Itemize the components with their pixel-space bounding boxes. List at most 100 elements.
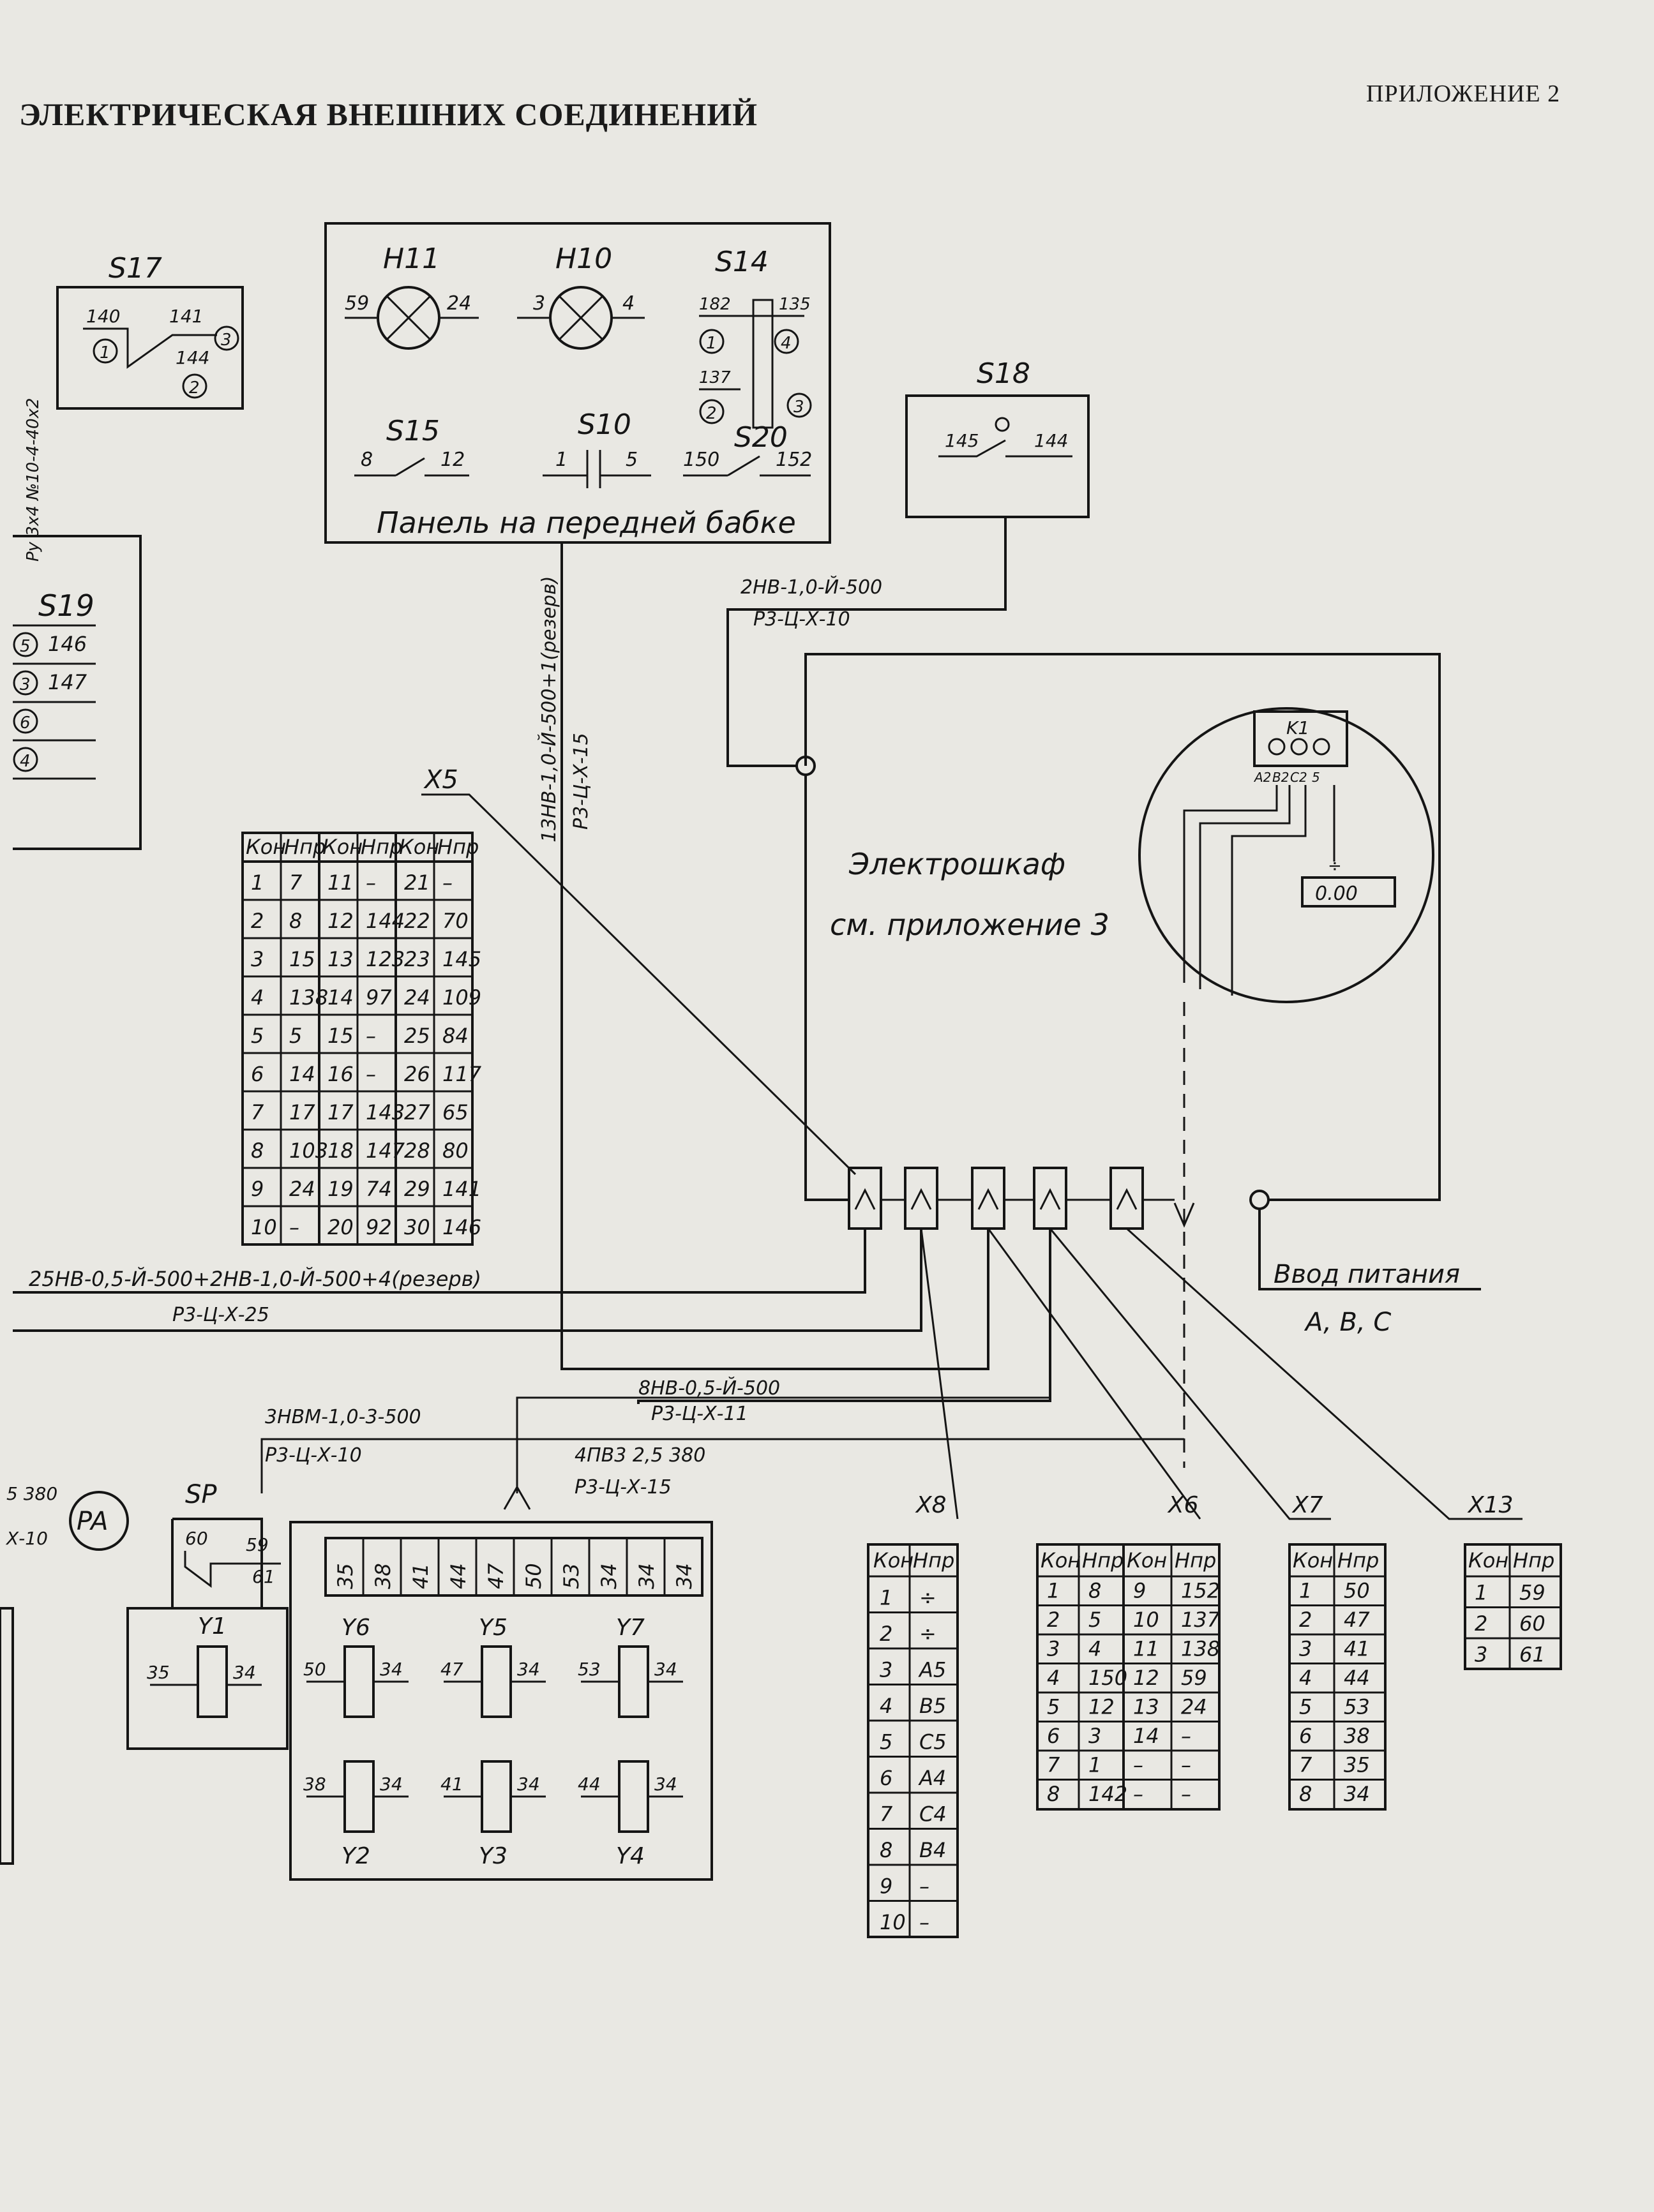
s14-c3: 3 bbox=[793, 398, 804, 417]
s19-switch: S19 5 146 3 147 6 4 bbox=[13, 535, 142, 850]
x5-table-cell: 28 bbox=[404, 1139, 430, 1163]
x5-table-cell: 12 bbox=[327, 909, 354, 933]
x5-table-cell: 25 bbox=[404, 1024, 430, 1048]
y4-left: 44 bbox=[578, 1774, 601, 1795]
s20-left: 150 bbox=[683, 449, 719, 471]
s17-switch: S17 140 141 144 1 2 3 bbox=[56, 252, 244, 410]
x5-table-cell: 23 bbox=[404, 947, 430, 971]
x5-table-cell: – bbox=[366, 1024, 376, 1048]
x6_table-cell: 3 bbox=[1088, 1724, 1101, 1748]
y5-left: 47 bbox=[440, 1659, 463, 1680]
x5-table-cell: 14 bbox=[327, 985, 354, 1010]
connector-x13-plug bbox=[1109, 1167, 1144, 1230]
terminal-label: 53 bbox=[559, 1563, 583, 1589]
x5-table-cell: 14 bbox=[289, 1062, 315, 1086]
terminal-label: 44 bbox=[446, 1563, 470, 1589]
x13_table-cell: 2 bbox=[1475, 1611, 1487, 1636]
s15-label: S15 bbox=[386, 415, 440, 447]
k1-pin-5: 5 bbox=[1312, 770, 1320, 785]
s18-label: S18 bbox=[977, 357, 1030, 390]
x5-table-cell: 65 bbox=[442, 1100, 469, 1125]
cable6-type: 4ПВ3 2,5 380 bbox=[575, 1444, 705, 1467]
x5-table-cell: – bbox=[442, 871, 453, 895]
s10-right: 5 bbox=[626, 449, 638, 471]
cable5-type: 3НВМ-1,0-3-500 bbox=[265, 1406, 421, 1428]
cable3-conduit: Р3-Ц-Х-25 bbox=[172, 1304, 269, 1326]
y5-right: 34 bbox=[517, 1659, 540, 1680]
s18-left: 145 bbox=[945, 430, 979, 451]
x6_table-header: Кон bbox=[1041, 1548, 1081, 1573]
y5-label: Y5 bbox=[479, 1615, 507, 1641]
y3-right: 34 bbox=[517, 1774, 540, 1795]
s14-t1: 182 bbox=[699, 295, 731, 314]
x5-table-cell: 2 bbox=[251, 909, 264, 933]
x5-table-cell: 24 bbox=[289, 1177, 315, 1201]
cabinet-connectors bbox=[848, 1167, 1195, 1230]
h10-label: H10 bbox=[555, 243, 612, 275]
s17-t2: 141 bbox=[169, 306, 203, 327]
s14-t3: 137 bbox=[699, 368, 731, 387]
cable1-type: 2НВ-1,0-Й-500 bbox=[741, 576, 882, 599]
x5-table-cell: 5 bbox=[251, 1024, 264, 1048]
x6_table-cell: 1 bbox=[1047, 1579, 1060, 1603]
x8_table-cell: B5 bbox=[919, 1694, 946, 1718]
x5-table-cell: 13 bbox=[327, 947, 354, 971]
terminal-label: 47 bbox=[484, 1563, 508, 1589]
connector-x13-label: X13 bbox=[1467, 1492, 1513, 1518]
x6_table-cell: 152 bbox=[1181, 1579, 1220, 1603]
x13_table-header: Нпр bbox=[1513, 1548, 1554, 1573]
pa-ammeter-icon bbox=[69, 1491, 129, 1551]
x5-table-cell: 17 bbox=[327, 1100, 354, 1125]
y6-left: 50 bbox=[303, 1659, 326, 1680]
cabinet-line1: Электрошкаф bbox=[848, 847, 1065, 881]
y1-right: 34 bbox=[233, 1662, 256, 1683]
x5-table-cell: 15 bbox=[327, 1024, 354, 1048]
x5-table-cell: 7 bbox=[251, 1100, 264, 1125]
panel-front-headstock: Панель на передней бабке H11 59 24 H10 3… bbox=[324, 222, 831, 544]
h11-left: 59 bbox=[345, 292, 369, 315]
x5-table-cell: 27 bbox=[404, 1100, 430, 1125]
x5-table-cell: 145 bbox=[442, 947, 481, 971]
x6_table-cell: – bbox=[1181, 1753, 1191, 1777]
s17-t3: 144 bbox=[176, 347, 209, 368]
x8_table-cell: 7 bbox=[880, 1802, 893, 1827]
x6_table-cell: 142 bbox=[1088, 1782, 1127, 1806]
x5-table-cell: 109 bbox=[442, 985, 481, 1010]
x6_table-cell: 8 bbox=[1088, 1579, 1101, 1603]
k1-pin-a2: A2 bbox=[1253, 770, 1271, 785]
y4-right: 34 bbox=[654, 1774, 677, 1795]
left-cable-label: Ру 3x4 №10-4-40х2 bbox=[24, 398, 43, 562]
x5-table-header: Кон bbox=[322, 835, 363, 859]
terminal-label: 50 bbox=[522, 1563, 546, 1589]
y3-left: 41 bbox=[440, 1774, 463, 1795]
x5-table-cell: 16 bbox=[327, 1062, 354, 1086]
x13_table-cell: 3 bbox=[1475, 1643, 1487, 1667]
x6_table-cell: 7 bbox=[1047, 1753, 1060, 1777]
x6_table-cell: 150 bbox=[1088, 1666, 1127, 1690]
x6_table-cell: 3 bbox=[1047, 1637, 1060, 1661]
cable2-conduit: Р3-Ц-Х-15 bbox=[570, 733, 592, 830]
x6_table-cell: 1 bbox=[1088, 1753, 1101, 1777]
x8_table-cell: A5 bbox=[918, 1658, 946, 1682]
y2-left: 38 bbox=[303, 1774, 326, 1795]
x5-table-cell: 15 bbox=[289, 947, 315, 971]
x7_table-header: Нпр bbox=[1337, 1548, 1379, 1573]
s17-label: S17 bbox=[109, 252, 162, 285]
x5-table-header: Нпр bbox=[284, 835, 326, 859]
x6_table-cell: 137 bbox=[1181, 1608, 1221, 1632]
x6_table-cell: 6 bbox=[1047, 1724, 1060, 1748]
x7_table-cell: 8 bbox=[1299, 1782, 1312, 1806]
s15-right: 12 bbox=[440, 449, 465, 471]
s19-c3: 6 bbox=[20, 714, 31, 733]
x5-table-cell: – bbox=[366, 1062, 376, 1086]
y2-right: 34 bbox=[380, 1774, 403, 1795]
x8_table-header: Нпр bbox=[913, 1548, 954, 1573]
x5-table-cell: 11 bbox=[327, 871, 354, 895]
connector-x5-plug bbox=[848, 1167, 882, 1230]
